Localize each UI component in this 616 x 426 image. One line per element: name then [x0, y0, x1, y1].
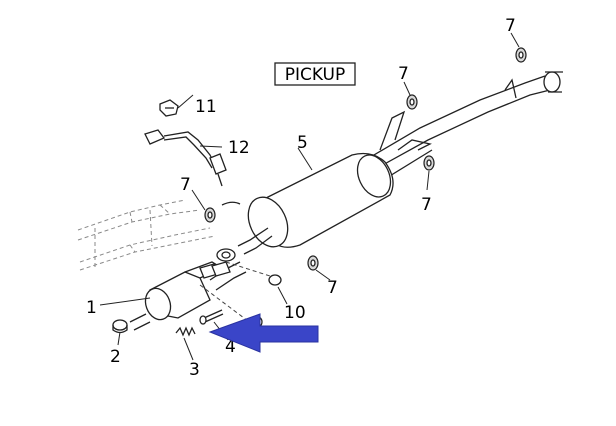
tailpipe: [361, 71, 563, 183]
nut-part-2: [112, 319, 128, 331]
muffler: [237, 152, 394, 255]
callout-4: 4: [225, 337, 236, 357]
callout-labels: 1 2 3 4 5 7 7 7 7 7 10 11 12: [86, 16, 516, 380]
flange-gaskets: [199, 248, 271, 331]
title-box: PICKUP: [274, 62, 356, 86]
callout-7a: 7: [180, 175, 191, 195]
chassis-frame: [77, 199, 216, 271]
blue-pointer-arrow-icon: [208, 313, 319, 353]
bolt-part-4: [203, 309, 224, 323]
callout-10: 10: [284, 303, 306, 323]
callout-7c: 7: [505, 16, 516, 36]
callout-3: 3: [189, 360, 200, 380]
spring-part-3: [175, 326, 196, 337]
callout-2: 2: [110, 347, 121, 367]
callout-7e: 7: [327, 278, 338, 298]
callout-5: 5: [297, 133, 308, 153]
callout-7d: 7: [421, 195, 432, 215]
connector-part-12: [144, 129, 166, 145]
callout-7b: 7: [398, 64, 409, 84]
callout-1: 1: [86, 298, 97, 318]
pickup-title: PICKUP: [285, 65, 346, 85]
rubber-hangers: [204, 47, 527, 271]
nut-part-10: [268, 274, 282, 286]
sensor-assembly: [144, 99, 227, 187]
callout-12: 12: [228, 138, 250, 158]
callout-11: 11: [195, 97, 217, 117]
